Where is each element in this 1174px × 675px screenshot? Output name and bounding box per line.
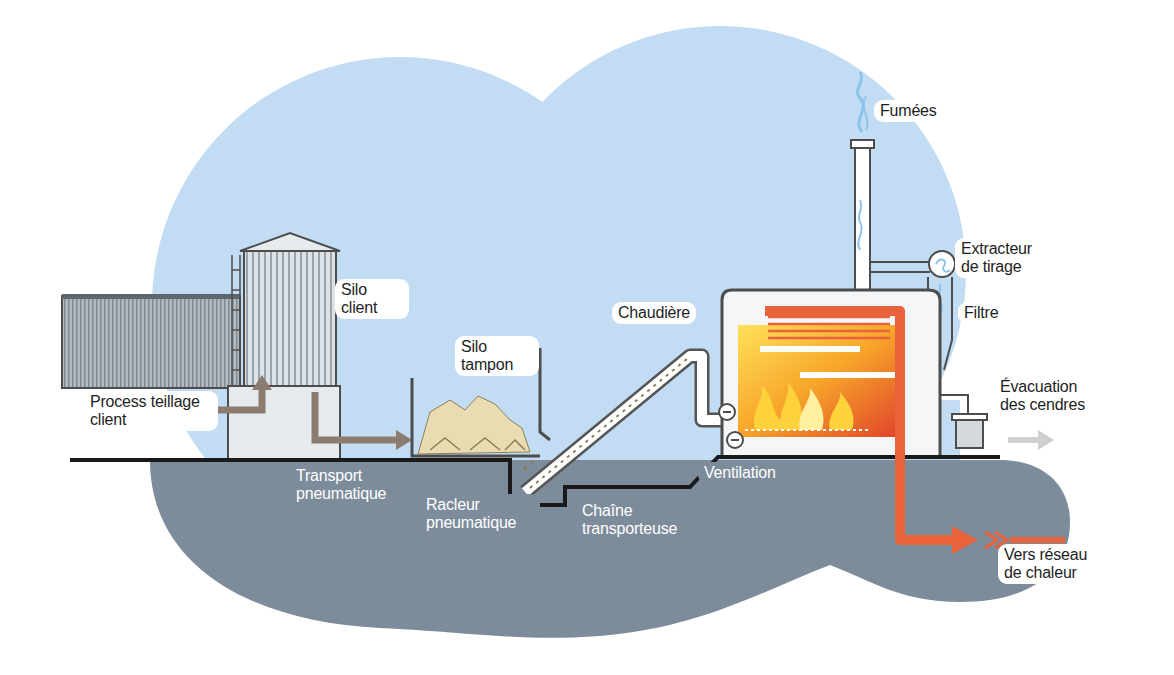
arrow-head: [396, 430, 412, 450]
smoke: [863, 96, 867, 130]
flame: [754, 382, 802, 430]
heat-line: [1010, 537, 1065, 543]
hangar: [62, 296, 240, 388]
smoke: [857, 72, 863, 132]
extractor: [929, 251, 955, 277]
part-label: Filtre: [958, 302, 1004, 324]
flame: [829, 392, 853, 430]
sky-fill: [400, 300, 730, 460]
part-label: Transport pneumatique: [290, 465, 410, 505]
part-label: Silo client: [335, 279, 409, 319]
ash-arrow: [1008, 437, 1040, 443]
heat-exchanger: [768, 317, 890, 338]
part-label: Évacuation des cendres: [994, 376, 1108, 416]
furnace: [738, 325, 900, 437]
part-label: Vers réseau de chaleur: [998, 544, 1114, 584]
silo-roof: [240, 233, 340, 251]
ash-bin: [956, 418, 983, 448]
silo-ladder: [232, 255, 240, 385]
part-label: Extracteur de tirage: [955, 238, 1059, 278]
smoke: [858, 200, 861, 250]
ash-bin-lid: [952, 414, 987, 420]
wood-chips: [418, 396, 530, 454]
chip: [523, 466, 527, 470]
buffer-silo-wall: [540, 348, 550, 440]
fan-blade: [723, 412, 739, 440]
part-label: Silo tampon: [455, 336, 539, 376]
silo-body: [244, 250, 336, 386]
conveyor-chain: [530, 358, 688, 488]
extractor-swirl: [936, 260, 950, 272]
heat-pipe: [765, 311, 955, 540]
part-label: Ventilation: [698, 462, 782, 484]
baffle: [800, 372, 900, 378]
chimney-cap: [851, 140, 874, 148]
hangar-roof: [62, 294, 240, 299]
scraper: [430, 438, 525, 450]
transport-arrow: [315, 392, 398, 440]
flame: [799, 388, 823, 430]
arrow-head: [952, 526, 978, 554]
duct: [870, 262, 930, 272]
arrow-head: [1038, 430, 1054, 450]
grate: [745, 429, 870, 431]
baffle: [760, 346, 860, 352]
chimney: [855, 145, 870, 293]
chip: [531, 461, 534, 464]
part-label: Chaîne transporteuse: [576, 500, 700, 540]
silo-base: [228, 386, 340, 460]
buffer-silo-wall: [412, 378, 540, 456]
part-label: Racleur pneumatique: [420, 494, 540, 534]
part-label: Fumées: [874, 100, 943, 122]
part-label: Process teillage client: [84, 391, 218, 431]
arrow-head: [252, 375, 272, 390]
part-label: Chaudière: [612, 302, 696, 324]
